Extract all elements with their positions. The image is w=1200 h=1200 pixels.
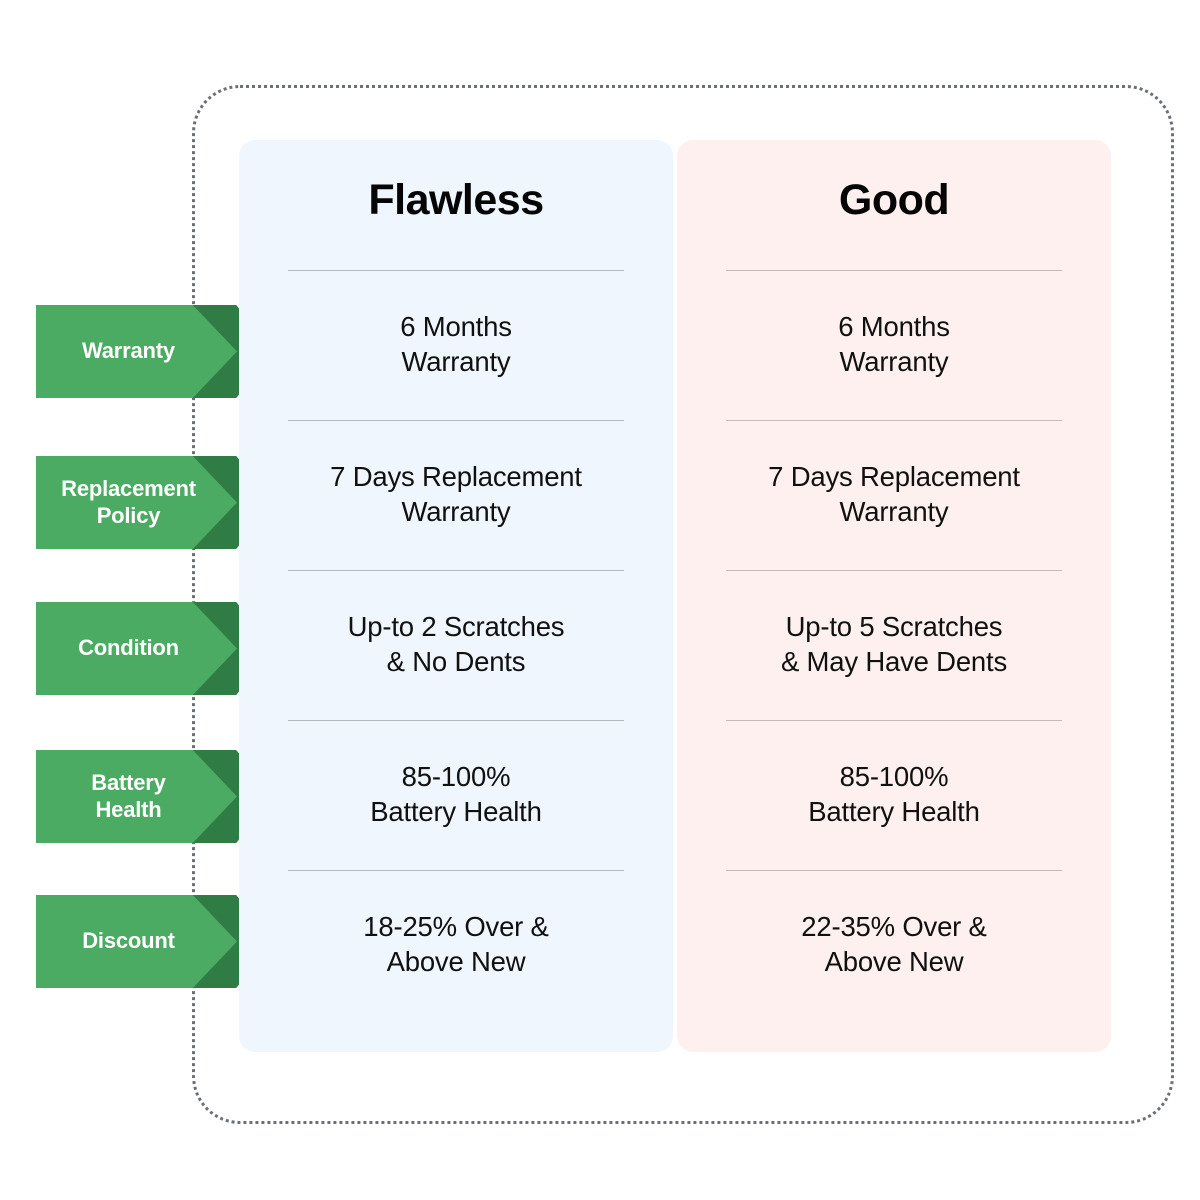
cell-text: 22-35% Over & Above New [801, 911, 987, 977]
comparison-column-flawless: Flawless 6 Months Warranty 7 Days Replac… [239, 140, 673, 1052]
column-rows-flawless: 6 Months Warranty 7 Days Replacement War… [239, 270, 673, 1020]
cell-flawless-warranty: 6 Months Warranty [239, 270, 673, 420]
cell-text: 85-100% Battery Health [370, 761, 542, 827]
cell-flawless-condition: Up-to 2 Scratches & No Dents [239, 570, 673, 720]
cell-text: 85-100% Battery Health [808, 761, 980, 827]
cell-text: 7 Days Replacement Warranty [330, 461, 582, 527]
column-title-good: Good [838, 176, 950, 224]
cell-flawless-replacement-policy: 7 Days Replacement Warranty [239, 420, 673, 570]
cell-good-discount: 22-35% Over & Above New [677, 870, 1111, 1020]
cell-flawless-battery-health: 85-100% Battery Health [239, 720, 673, 870]
cell-good-warranty: 6 Months Warranty [677, 270, 1111, 420]
row-label-text: Replacement Policy [61, 476, 196, 528]
row-label-text: Condition [78, 635, 179, 661]
row-label-replacement-policy: Replacement Policy [36, 456, 274, 549]
row-label-body: Replacement Policy [36, 456, 237, 549]
row-label-body: Warranty [36, 305, 237, 398]
row-label-text: Warranty [82, 338, 175, 364]
row-label-battery-health: Battery Health [36, 750, 274, 843]
row-label-condition: Condition [36, 602, 274, 695]
column-rows-good: 6 Months Warranty 7 Days Replacement War… [677, 270, 1111, 1020]
cell-text: 6 Months Warranty [400, 311, 512, 377]
row-label-text: Discount [82, 928, 175, 954]
row-label-body: Battery Health [36, 750, 237, 843]
cell-good-battery-health: 85-100% Battery Health [677, 720, 1111, 870]
cell-good-condition: Up-to 5 Scratches & May Have Dents [677, 570, 1111, 720]
comparison-column-good: Good 6 Months Warranty 7 Days Replacemen… [677, 140, 1111, 1052]
cell-flawless-discount: 18-25% Over & Above New [239, 870, 673, 1020]
row-label-body: Condition [36, 602, 237, 695]
cell-text: 18-25% Over & Above New [363, 911, 549, 977]
cell-text: Up-to 2 Scratches & No Dents [347, 611, 565, 677]
cell-text: 7 Days Replacement Warranty [768, 461, 1020, 527]
row-label-warranty: Warranty [36, 305, 274, 398]
cell-good-replacement-policy: 7 Days Replacement Warranty [677, 420, 1111, 570]
cell-text: 6 Months Warranty [838, 311, 950, 377]
row-label-discount: Discount [36, 895, 274, 988]
column-title-flawless: Flawless [368, 176, 544, 224]
row-label-text: Battery Health [91, 770, 166, 822]
row-label-body: Discount [36, 895, 237, 988]
cell-text: Up-to 5 Scratches & May Have Dents [780, 611, 1008, 677]
